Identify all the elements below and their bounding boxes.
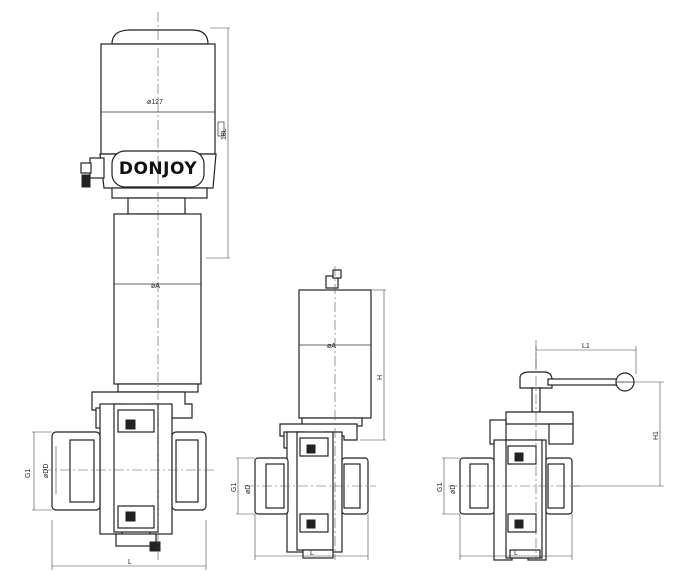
handle-plate [505,411,574,425]
dim-length-label: L [128,559,132,566]
dim-g1-label: G1 [437,483,444,492]
dim-body-label: øA [327,343,336,350]
handle-lever [547,378,619,386]
large-actuated-valve: DONJOY [25,12,230,570]
actuator-cylinder [113,213,202,385]
dim-g1-label: G1 [25,469,32,478]
manual-handle-valve: L1 H1 G1 øD L [437,340,664,561]
dim-l1-label: L1 [582,343,590,350]
dim-body-label: øA [151,283,160,290]
dim-h1-label: H1 [653,431,660,440]
dim-od-label: øD [450,485,457,494]
dim-od-label: øD [245,485,252,494]
dim-top-label: ø127 [147,99,163,106]
air-fitting [89,157,105,179]
dim-height-label: H [377,375,384,380]
actuator-cap [111,29,209,45]
medium-actuated-valve: øA H G1 øD L [231,266,386,560]
dim-length-label: L [310,550,314,557]
dim-od-label: øDD [43,464,50,478]
dim-g1-label: G1 [231,483,238,492]
dim-length-label: L [514,550,518,557]
dim-height-label: 18L [221,128,228,140]
